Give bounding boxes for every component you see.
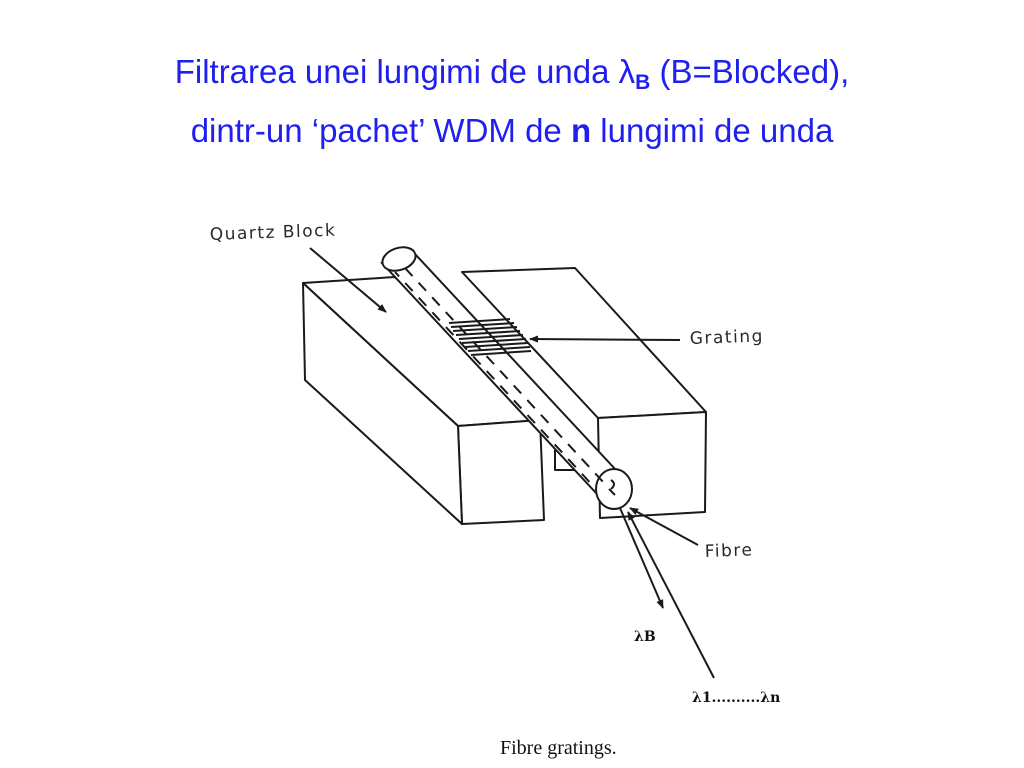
fibre-end-core-mark — [608, 479, 616, 496]
quartz-block — [302, 267, 707, 525]
grating-label: Grating — [689, 326, 764, 349]
fibre — [380, 246, 633, 510]
title-lambda-subscript: B — [635, 71, 651, 94]
title-line-1: Filtrarea unei lungimi de unda λB (B=Blo… — [0, 48, 1024, 107]
block-groove-step — [554, 450, 575, 471]
block-left-front-face — [457, 419, 545, 525]
block-left-side-face — [302, 282, 463, 525]
fibre-arrow — [629, 507, 699, 546]
title-line-1-text: Filtrarea unei lungimi de unda λ — [174, 53, 636, 90]
title-line-2-text: dintr-un ‘pachet’ WDM de — [190, 112, 571, 149]
fibre-far-end — [381, 246, 417, 272]
figure-caption: Fibre gratings. — [500, 737, 617, 759]
title-n-bold: n — [570, 112, 592, 149]
lambda-range-label: λ1..........λn — [692, 690, 780, 706]
lambda-b-label: λB — [634, 629, 656, 645]
grating-hatch — [448, 318, 532, 356]
grating-arrow — [529, 335, 681, 343]
fibre-near-end — [595, 468, 633, 510]
title-line-2-tail: lungimi de unda — [591, 112, 834, 149]
fibre-label: Fibre — [704, 540, 753, 562]
slide-title: Filtrarea unei lungimi de unda λB (B=Blo… — [0, 48, 1024, 155]
leader-arrows — [309, 247, 715, 679]
fibre-core-dash-a — [404, 267, 606, 485]
title-line-2: dintr-un ‘pachet’ WDM de n lungimi de un… — [0, 107, 1024, 155]
title-line-1-tail: (B=Blocked), — [650, 53, 850, 90]
quartz-block-arrow — [309, 247, 387, 313]
lambda-b-arrow — [619, 507, 664, 609]
lambda-range-arrow — [627, 511, 715, 679]
quartz-block-label: Quartz Block — [209, 221, 336, 245]
